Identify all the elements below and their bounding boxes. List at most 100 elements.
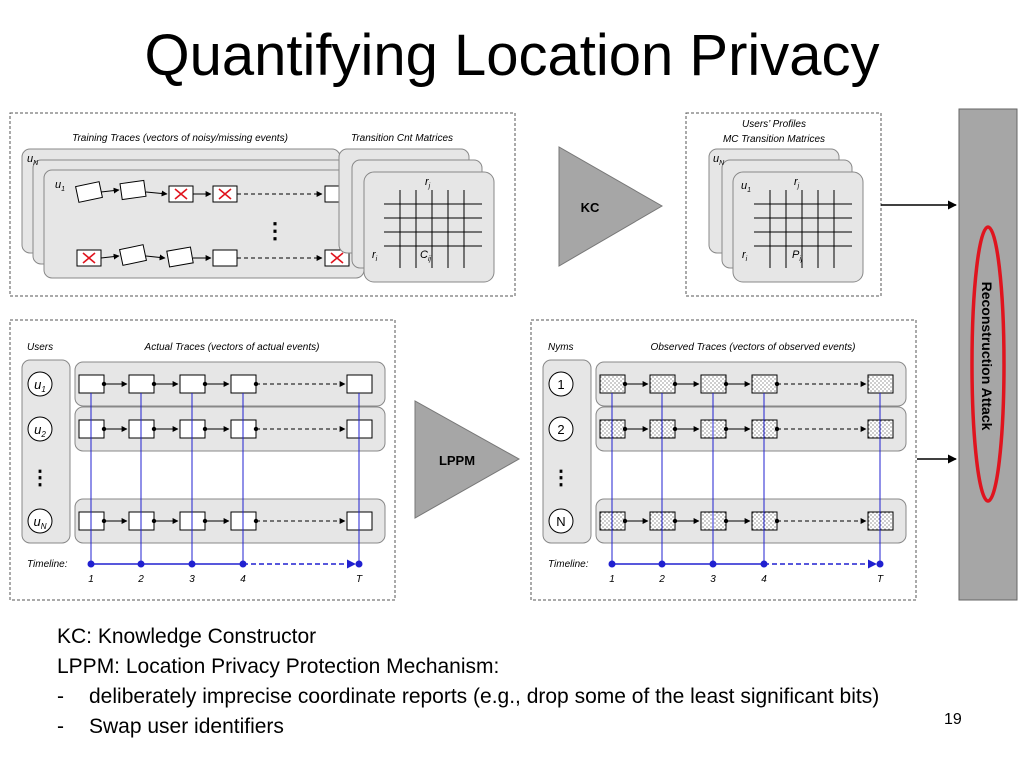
missing-x-icon bbox=[218, 188, 232, 200]
slide-notes: KC: Knowledge Constructor LPPM: Location… bbox=[57, 622, 879, 742]
transition-dot bbox=[101, 381, 107, 387]
label-column bbox=[21, 359, 71, 544]
timeline-tick-label: 2 bbox=[658, 574, 665, 585]
event-box bbox=[346, 374, 373, 394]
timeline-tick-label: T bbox=[877, 574, 884, 585]
panel-caption-left: Users bbox=[27, 342, 53, 353]
transition-dot bbox=[723, 518, 729, 524]
row-id-label: N bbox=[556, 514, 565, 529]
transition-dot bbox=[151, 381, 157, 387]
transition-dot bbox=[202, 426, 208, 432]
transition-dot bbox=[774, 518, 780, 524]
trace-row bbox=[595, 498, 907, 544]
matrix-cell-label: Cij bbox=[420, 249, 432, 263]
panel-border bbox=[9, 319, 396, 601]
training-trace-row-2 bbox=[76, 244, 350, 268]
timeline-label: Timeline: bbox=[548, 559, 589, 570]
note-bullet-2: - Swap user identifiers bbox=[57, 712, 879, 742]
event-box bbox=[751, 374, 778, 394]
transition-dot bbox=[202, 381, 208, 387]
event-box bbox=[128, 374, 155, 394]
timeline-tick-label: T bbox=[356, 574, 363, 585]
event-box bbox=[599, 374, 626, 394]
timeline-dot bbox=[876, 560, 884, 568]
trace-row bbox=[74, 406, 386, 452]
row-id-label: 2 bbox=[557, 422, 564, 437]
event-box bbox=[179, 374, 206, 394]
kc-label: KC bbox=[581, 200, 600, 215]
timeline-tick-label: 3 bbox=[710, 574, 716, 585]
panel-caption: Actual Traces (vectors of actual events) bbox=[144, 342, 320, 353]
training-traces-panel: Training Traces (vectors of noisy/missin… bbox=[9, 112, 516, 297]
row-id-label: 1 bbox=[557, 377, 564, 392]
note-bullet-1: - deliberately imprecise coordinate repo… bbox=[57, 682, 879, 712]
row-id-circle bbox=[27, 508, 53, 534]
slide-title: Quantifying Location Privacy bbox=[144, 23, 880, 88]
transition-dot bbox=[151, 426, 157, 432]
kc-triangle: KC bbox=[558, 146, 663, 267]
bullet-text: Swap user identifiers bbox=[89, 715, 284, 738]
trace-event-box bbox=[166, 246, 194, 268]
training-trace-row-1 bbox=[75, 179, 350, 203]
profile-label-u1: u1 bbox=[741, 180, 751, 194]
panel-caption-left: Nyms bbox=[548, 342, 574, 353]
trace-event-box bbox=[119, 244, 147, 266]
profile-card-front bbox=[732, 171, 864, 283]
event-box bbox=[700, 374, 727, 394]
trace-event-box bbox=[75, 181, 103, 203]
event-box bbox=[78, 374, 105, 394]
row-id-circle bbox=[27, 416, 53, 442]
training-panel-border bbox=[9, 112, 516, 297]
trace-event-box bbox=[212, 249, 238, 267]
transition-dot bbox=[774, 381, 780, 387]
actual-traces-panel: Users Actual Traces (vectors of actual ev… bbox=[9, 319, 396, 601]
profile-cell-label: Pij bbox=[792, 249, 803, 263]
transition-dot bbox=[253, 426, 259, 432]
bullet-dash: - bbox=[57, 715, 64, 738]
transition-dot bbox=[774, 426, 780, 432]
timeline-tick-label: 3 bbox=[189, 574, 195, 585]
matrix-col-label: rj bbox=[425, 176, 431, 190]
trace-row bbox=[595, 361, 907, 407]
lppm-label: LPPM bbox=[439, 453, 475, 468]
user-profiles-panel: Users’ Profiles MC Transition Matrices u… bbox=[685, 112, 882, 297]
attack-label: Reconstruction Attack bbox=[979, 282, 995, 431]
rows-ellipsis: ⋮ bbox=[264, 218, 286, 243]
reconstruction-attack-bar: Reconstruction Attack bbox=[958, 108, 1018, 601]
count-matrix-grid bbox=[384, 190, 482, 268]
event-box bbox=[230, 374, 257, 394]
row-id-circle bbox=[548, 416, 574, 442]
transition-dot bbox=[672, 518, 678, 524]
timeline-dot bbox=[355, 560, 363, 568]
missing-x-icon bbox=[330, 252, 344, 264]
trace-row bbox=[74, 498, 386, 544]
transition-dot bbox=[151, 518, 157, 524]
training-traces-caption: Training Traces (vectors of noisy/missin… bbox=[72, 133, 288, 144]
event-box bbox=[867, 374, 894, 394]
bullet-dash: - bbox=[57, 685, 64, 708]
transition-dot bbox=[101, 518, 107, 524]
transition-dot bbox=[622, 426, 628, 432]
row-id-circle bbox=[27, 371, 53, 397]
transition-dot bbox=[202, 518, 208, 524]
transition-dot bbox=[622, 381, 628, 387]
note-lppm: LPPM: Location Privacy Protection Mechan… bbox=[57, 655, 500, 678]
profile-col-label: rj bbox=[794, 176, 800, 190]
trace-event-box bbox=[119, 179, 147, 201]
row-id-circle bbox=[548, 371, 574, 397]
missing-x-icon bbox=[82, 252, 96, 264]
observed-traces-panel: Nyms Observed Traces (vectors of observed… bbox=[530, 319, 917, 601]
lppm-triangle: LPPM bbox=[414, 400, 521, 519]
rows-ellipsis: ⋮ bbox=[551, 467, 571, 489]
transition-count-caption: Transition Cnt Matrices bbox=[351, 133, 453, 144]
note-kc: KC: Knowledge Constructor bbox=[57, 625, 317, 648]
timeline-label: Timeline: bbox=[27, 559, 68, 570]
panel-caption: Observed Traces (vectors of observed eve… bbox=[651, 342, 856, 353]
timeline-tick-label: 4 bbox=[240, 574, 246, 585]
transition-dot bbox=[672, 381, 678, 387]
transition-dot bbox=[253, 518, 259, 524]
attack-highlight-ellipse bbox=[970, 225, 1006, 503]
rows-ellipsis: ⋮ bbox=[30, 467, 50, 489]
panel-border bbox=[530, 319, 917, 601]
bullet-text: deliberately imprecise coordinate report… bbox=[89, 685, 880, 708]
